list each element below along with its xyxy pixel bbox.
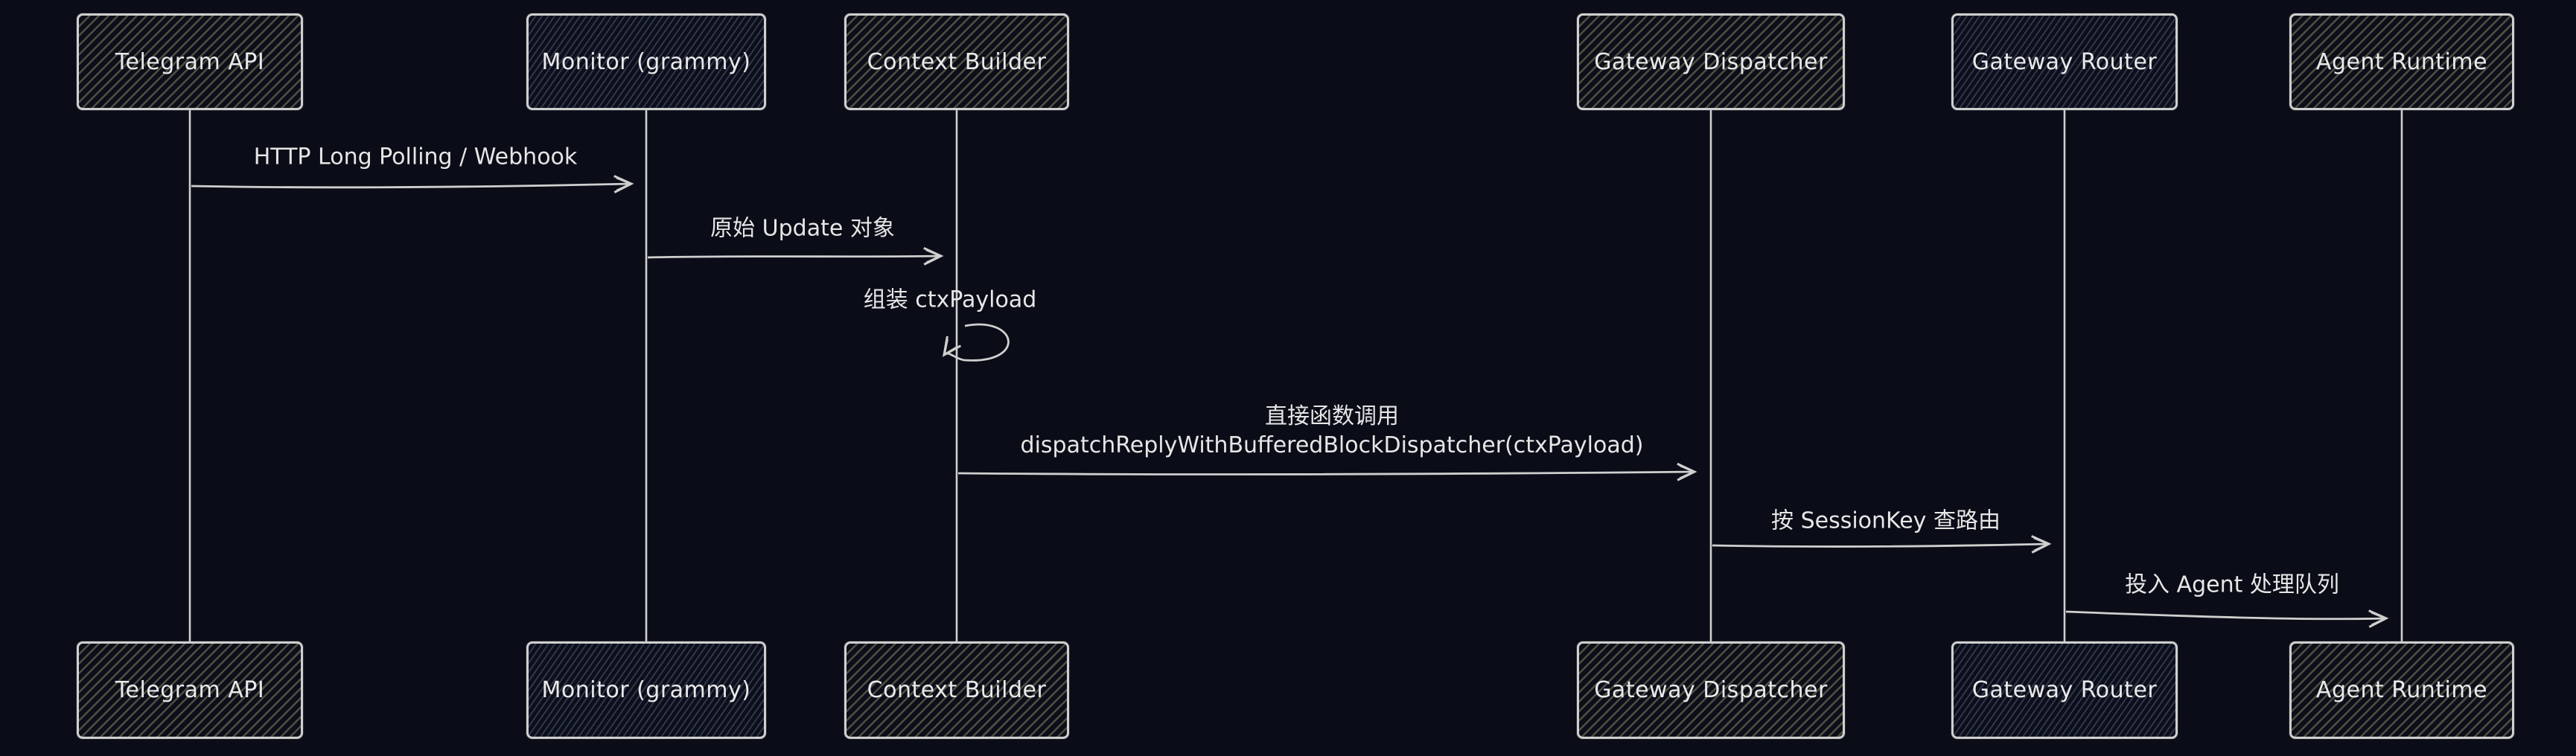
actor-box-bottom-context-builder: Context Builder [844, 641, 1069, 739]
actor-label: Gateway Router [1971, 677, 2158, 703]
actor-label: Gateway Dispatcher [1594, 48, 1828, 75]
actor-label: Monitor (grammy) [541, 48, 751, 75]
actor-box-top-agent-runtime: Agent Runtime [2289, 13, 2514, 110]
message-label-4-line-1: 直接函数调用 [1264, 403, 1399, 429]
message-arrow-5 [1712, 535, 2052, 554]
message-label-4: 直接函数调用 dispatchReplyWithBufferedBlockDis… [1021, 402, 1644, 460]
message-arrow-4 [957, 462, 1697, 481]
actor-label: Gateway Router [1971, 48, 2158, 75]
message-arrow-1 [191, 175, 634, 193]
message-label-2: 原始 Update 对象 [710, 215, 895, 242]
actor-label: Context Builder [867, 48, 1047, 75]
actor-label: Telegram API [115, 677, 265, 703]
actor-box-top-gateway-dispatcher: Gateway Dispatcher [1577, 13, 1845, 110]
message-label-5: 按 SessionKey 查路由 [1771, 507, 2000, 534]
message-label-6: 投入 Agent 处理队列 [2125, 571, 2339, 598]
actor-label: Monitor (grammy) [541, 677, 751, 703]
actor-box-bottom-gateway-dispatcher: Gateway Dispatcher [1577, 641, 1845, 739]
actor-label: Context Builder [867, 677, 1047, 703]
actor-box-top-gateway-router: Gateway Router [1951, 13, 2178, 110]
message-label-3: 组装 ctxPayload [863, 286, 1037, 313]
actor-box-bottom-gateway-router: Gateway Router [1951, 641, 2178, 739]
message-label-4-line-2: dispatchReplyWithBufferedBlockDispatcher… [1020, 432, 1644, 458]
self-loop-arrow [942, 323, 1010, 362]
actor-box-top-telegram-api: Telegram API [77, 13, 303, 110]
actor-label: Agent Runtime [2315, 48, 2488, 75]
actor-label: Telegram API [115, 48, 265, 75]
actor-box-top-context-builder: Context Builder [844, 13, 1069, 110]
actor-box-bottom-telegram-api: Telegram API [77, 641, 303, 739]
message-label-1: HTTP Long Polling / Webhook [253, 144, 578, 170]
actor-label: Agent Runtime [2315, 677, 2488, 703]
actor-box-top-monitor-grammy: Monitor (grammy) [526, 13, 766, 110]
message-arrow-6 [2065, 609, 2389, 628]
actor-label: Gateway Dispatcher [1594, 677, 1828, 703]
actor-box-bottom-monitor-grammy: Monitor (grammy) [526, 641, 766, 739]
actor-box-bottom-agent-runtime: Agent Runtime [2289, 641, 2514, 739]
message-arrow-2 [647, 247, 944, 266]
